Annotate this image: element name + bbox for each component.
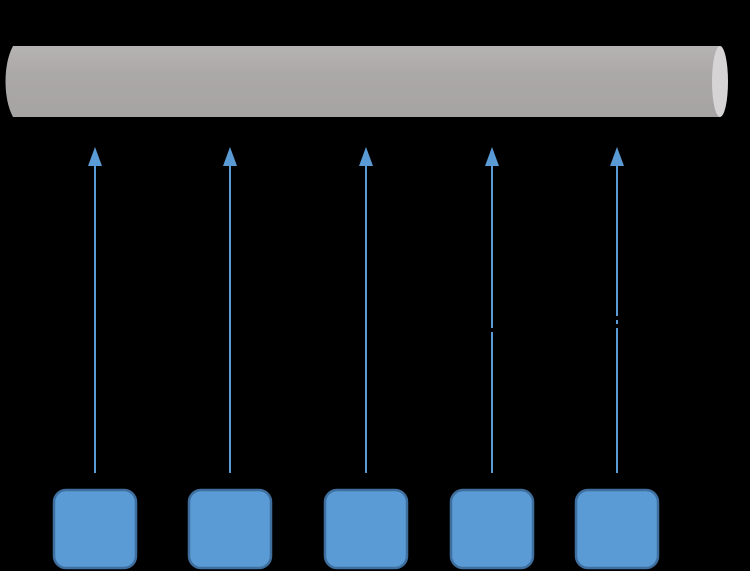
arrow-line-gap-artifact [490, 328, 494, 332]
signal-arrow-2 [223, 147, 237, 473]
device-box-1 [52, 488, 138, 570]
bus-cylinder-body [5, 46, 720, 117]
device-box-5 [574, 488, 660, 570]
arrow-line-gap-artifact [615, 324, 619, 328]
signal-arrow-4 [485, 147, 499, 473]
arrow-head [485, 147, 499, 166]
signal-arrow-3 [359, 147, 373, 473]
arrow-head [359, 147, 373, 166]
bus-cylinder-end-cap [712, 46, 728, 117]
bus-cylinder [5, 46, 728, 117]
arrow-head [610, 147, 624, 166]
device-box-2 [187, 488, 273, 570]
signal-arrow-1 [88, 147, 102, 473]
arrow-head [223, 147, 237, 166]
signal-arrow-5 [610, 147, 624, 473]
device-box-4 [449, 488, 535, 570]
arrows-and-boxes-layer [52, 147, 660, 570]
device-box-3 [323, 488, 409, 570]
arrow-line-gap-artifact [615, 316, 619, 320]
arrow-head [88, 147, 102, 166]
